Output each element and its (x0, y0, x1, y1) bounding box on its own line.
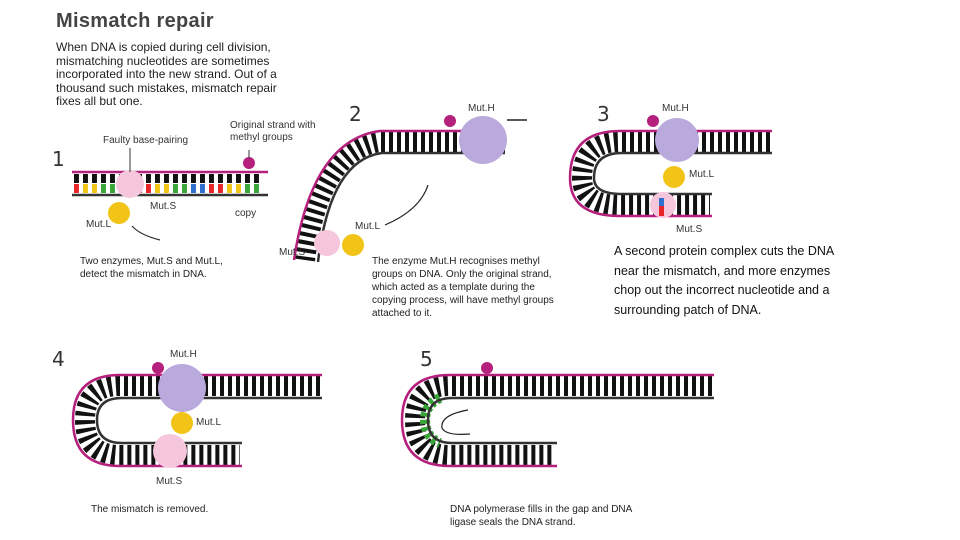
new-bases (419, 393, 443, 448)
base-rung (200, 174, 205, 183)
base-rung (182, 184, 187, 193)
step-5-number: 5 (420, 347, 433, 371)
label-mutl-1: Mut.L (86, 219, 112, 230)
base-rung (236, 184, 241, 193)
label-muth-4: Mut.H (170, 349, 197, 360)
dna-ladder-curved (295, 132, 505, 262)
muth-protein (459, 116, 507, 164)
base-rung (74, 174, 79, 183)
mutl-protein (171, 412, 193, 434)
base-rung (164, 174, 169, 183)
dna-ladder-hairpin (404, 376, 712, 465)
methyl-group (152, 362, 164, 374)
base-rung (92, 184, 97, 193)
base-rung (200, 184, 205, 193)
label-copy: copy (235, 208, 257, 219)
original-strand-3 (568, 129, 772, 218)
label-muts-3: Mut.S (676, 224, 703, 235)
base-rung (209, 174, 214, 183)
methyl-group (481, 362, 493, 374)
copy-strand-3 (592, 151, 772, 196)
label-mutl-4: Mut.L (196, 417, 222, 428)
label-mutl-3: Mut.L (689, 169, 715, 180)
label-muth-2: Mut.H (468, 103, 495, 114)
base-rung (245, 184, 250, 193)
step-4-caption: The mismatch is removed. (91, 504, 209, 515)
methyl-group (444, 115, 456, 127)
step-5-caption: DNA polymerase fills in the gap and DNA … (450, 504, 632, 528)
base-rung (110, 184, 115, 193)
mutl-protein (342, 234, 364, 256)
base-rung (155, 174, 160, 183)
methyl-group (647, 115, 659, 127)
intro-text: When DNA is copied during cell division,… (56, 40, 277, 108)
muts-protein (116, 170, 144, 198)
mutl-protein (108, 202, 130, 224)
step-2-caption: The enzyme Mut.H recognises methyl group… (372, 256, 554, 319)
step-3-number: 3 (597, 102, 610, 126)
muts-protein (153, 434, 187, 468)
original-strand-4 (71, 373, 322, 468)
base-rung (209, 184, 214, 193)
dna-ladder-hairpin (571, 132, 770, 215)
label-muts-1: Mut.S (150, 201, 177, 212)
step-2-number: 2 (349, 102, 362, 126)
base-rung (83, 184, 88, 193)
base-rung (227, 184, 232, 193)
base-rung (92, 174, 97, 183)
copy-strand-4 (95, 396, 322, 445)
base-rung (245, 174, 250, 183)
base-rung (191, 174, 196, 183)
arrow (384, 184, 429, 226)
step-4-number: 4 (52, 347, 65, 371)
base-rung (236, 174, 241, 183)
label-faulty-base-pairing: Faulty base-pairing (103, 135, 189, 146)
step-1-number: 1 (52, 147, 65, 171)
base-rung (227, 174, 232, 183)
base-rung (110, 174, 115, 183)
base-rung (164, 184, 169, 193)
label-muth-3: Mut.H (662, 103, 689, 114)
mismatch-base (659, 198, 664, 206)
label-muts-2: Mut.S (279, 247, 306, 258)
label-muts-4: Mut.S (156, 476, 183, 487)
base-rung (182, 174, 187, 183)
base-rung (254, 184, 259, 193)
base-rung (146, 184, 151, 193)
mismatch-base (659, 198, 664, 216)
muts-protein (314, 230, 340, 256)
base-rung (173, 174, 178, 183)
label-original-strand: Original strand with methyl groups (230, 120, 316, 143)
original-strand-5 (400, 373, 714, 468)
base-rung (146, 174, 151, 183)
page-title: Mismatch repair (56, 10, 214, 32)
muth-protein (158, 364, 206, 412)
arrow (131, 225, 161, 241)
base-rung (83, 174, 88, 183)
base-rung (254, 174, 259, 183)
arrow (441, 409, 471, 435)
base-rung (155, 184, 160, 193)
methyl-group (243, 157, 255, 169)
base-rung (173, 184, 178, 193)
muth-protein (655, 118, 699, 162)
base-rung (191, 184, 196, 193)
step-1-caption: Two enzymes, Mut.S and Mut.L, detect the… (80, 256, 223, 280)
base-rung (101, 174, 106, 183)
copy-strand-5 (426, 396, 714, 445)
base-rung (218, 174, 223, 183)
base-rung (74, 184, 79, 193)
mutl-protein (663, 166, 685, 188)
step-3-caption: A second protein complex cuts the DNA ne… (614, 244, 834, 317)
original-strand-2 (292, 129, 505, 261)
base-rung (218, 184, 223, 193)
label-mutl-2: Mut.L (355, 221, 381, 232)
dna-ladder-hairpin (74, 376, 320, 465)
base-rung (101, 184, 106, 193)
